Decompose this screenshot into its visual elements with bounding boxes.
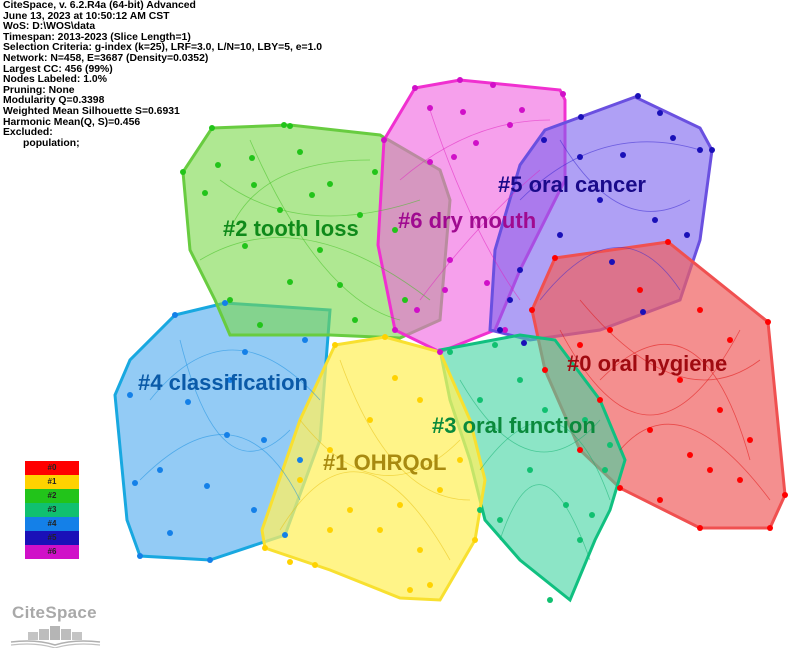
info-source: WoS: D:\WOS\data [3, 21, 96, 33]
cluster-label-2: #2 tooth loss [223, 216, 359, 241]
info-network: Network: N=458, E=3687 (Density=0.0352) [3, 52, 209, 64]
info-excluded-terms: population; [23, 137, 80, 149]
info-excluded: Excluded: [3, 127, 53, 139]
info-pruning: Pruning: None [3, 84, 75, 96]
legend-item-5: #5 [25, 531, 79, 545]
info-version: CiteSpace, v. 6.2.R4a (64-bit) Advanced [3, 0, 196, 11]
legend-item-3: #3 [25, 503, 79, 517]
network-edges [139, 109, 771, 561]
info-nodes-labeled: Nodes Labeled: 1.0% [3, 74, 107, 86]
cluster-label-0: #0 oral hygiene [567, 351, 727, 376]
info-harmonic-mean: Harmonic Mean(Q, S)=0.456 [3, 116, 141, 128]
info-timespan: Timespan: 2013-2023 (Slice Length=1) [3, 31, 191, 43]
book-chart-icon [10, 626, 101, 648]
cluster-color-legend: #0 #1 #2 #3 #4 #5 #6 [25, 461, 79, 559]
legend-item-1: #1 [25, 475, 79, 489]
info-selection-criteria: Selection Criteria: g-index (k=25), LRF=… [3, 42, 323, 54]
legend-item-6: #6 [25, 545, 79, 559]
info-modularity: Modularity Q=0.3398 [3, 95, 105, 107]
legend-item-2: #2 [25, 489, 79, 503]
cluster-label-3: #3 oral function [432, 413, 596, 438]
cluster-label-6: #6 dry mouth [398, 208, 536, 233]
info-largest-cc: Largest CC: 456 (99%) [3, 63, 113, 75]
citespace-logo: CiteSpace [6, 600, 104, 648]
cluster-label-4: #4 classification [138, 370, 308, 395]
info-date: June 13, 2023 at 10:50:12 AM CST [3, 10, 170, 22]
legend-item-0: #0 [25, 461, 79, 475]
legend-item-4: #4 [25, 517, 79, 531]
network-summary-panel: CiteSpace, v. 6.2.R4a (64-bit) Advanced … [3, 0, 323, 149]
cluster-label-5: #5 oral cancer [498, 172, 646, 197]
network-nodes [127, 77, 788, 603]
info-silhouette: Weighted Mean Silhouette S=0.6931 [3, 105, 180, 117]
logo-text: CiteSpace [12, 603, 97, 622]
cluster-label-1: #1 OHRQoL [323, 450, 446, 475]
